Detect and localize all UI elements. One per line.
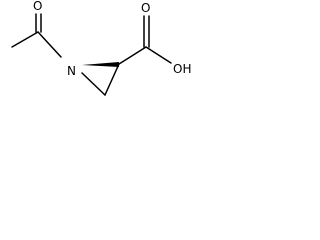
bond-ch-ch2	[104, 63, 120, 96]
bond-ch-carboxyl-carbon	[118, 46, 147, 65]
atom-label-acid-oxygen: O	[141, 1, 150, 15]
atom-label-hydroxyl: OH	[173, 62, 191, 76]
atom-label-acetyl-oxygen: O	[33, 0, 42, 13]
bond-carboxyl-hydroxyl	[145, 46, 172, 64]
atom-label-nitrogen: N	[67, 64, 76, 78]
bond-methyl-carbonyl	[11, 31, 39, 48]
bond-nitrogen-ch2	[81, 72, 106, 96]
bond-carbonyl-nitrogen	[37, 31, 62, 58]
structural-formula: O N O OH	[11, 0, 191, 96]
wedge-bond-nitrogen-ch	[82, 62, 119, 67]
